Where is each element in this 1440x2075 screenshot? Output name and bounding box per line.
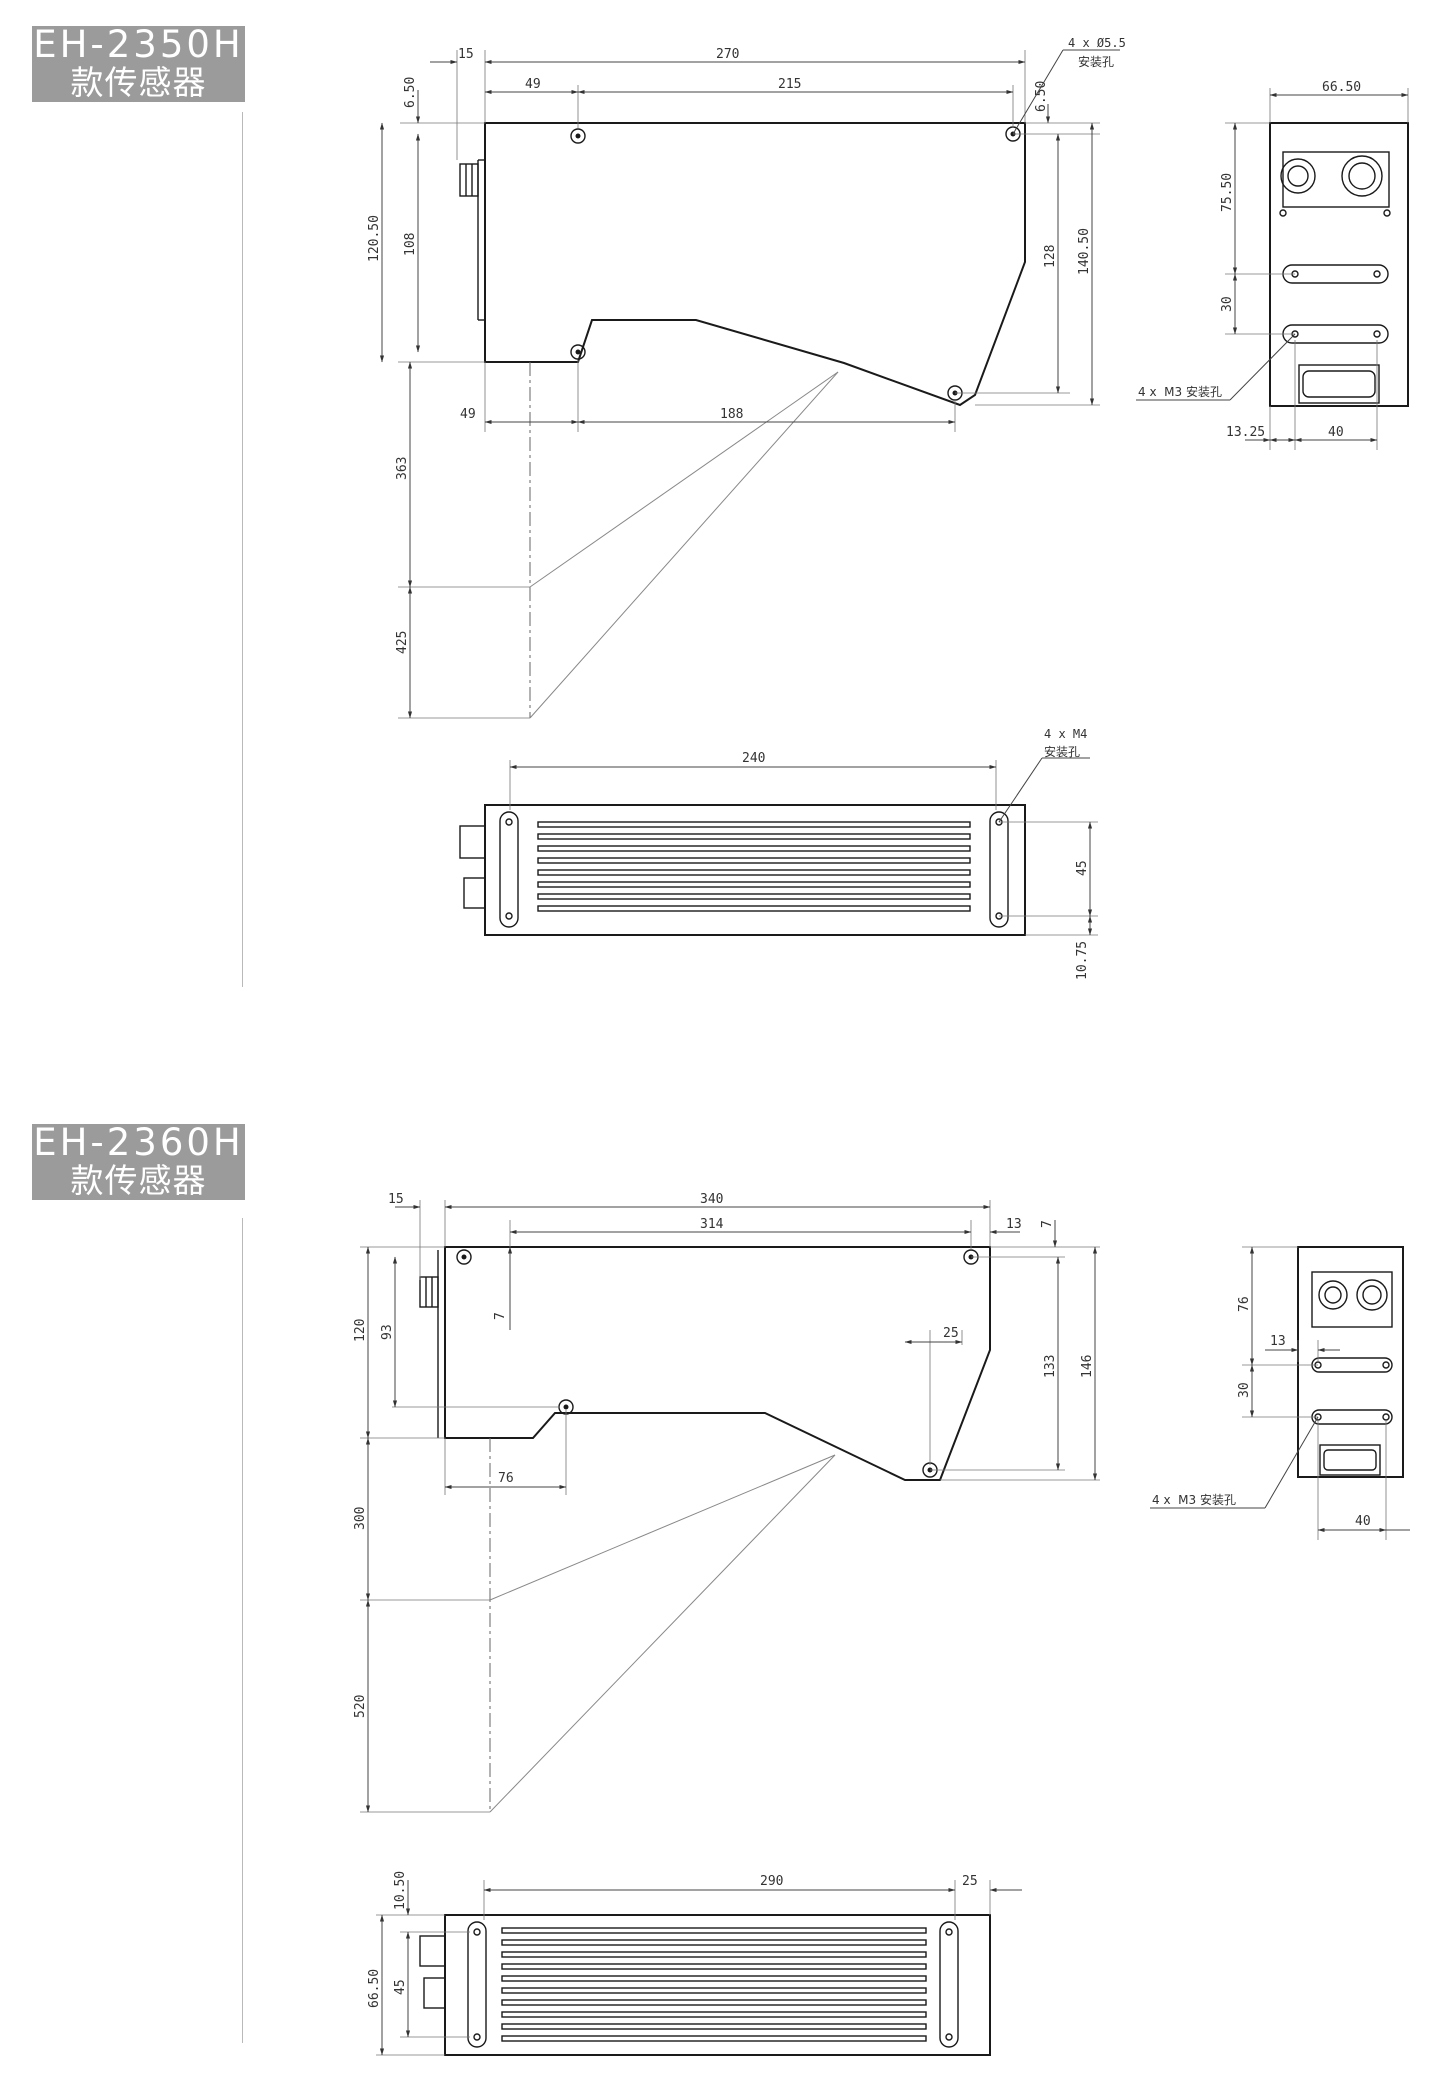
dim-label: 128 xyxy=(1043,245,1058,268)
dim-label: 314 xyxy=(700,1217,724,1232)
dim-label: 7 xyxy=(1040,1220,1055,1228)
eh2360h-front-view: 76 30 13 40 4 x M3 安装孔 xyxy=(1150,1246,1410,1540)
model-tag-eh2350h: EH-2350H 款传感器 xyxy=(32,26,245,102)
dim-label: 76 xyxy=(498,1471,514,1486)
dim-label: 40 xyxy=(1328,425,1344,440)
dim-label: 30 xyxy=(1237,1382,1252,1398)
dim-label: 108 xyxy=(403,233,418,256)
eh2360h-bottom-view: 290 25 10.50 45 66.50 xyxy=(367,1871,1022,2056)
dim-label: 340 xyxy=(700,1192,723,1207)
hole-note: 4 x M4 xyxy=(1044,727,1087,741)
dim-label: 66.50 xyxy=(367,1969,382,2008)
dim-label: 49 xyxy=(525,77,541,92)
dim-label: 45 xyxy=(393,1979,408,1995)
dim-label: 215 xyxy=(778,77,801,92)
model-name: EH-2350H xyxy=(33,23,244,66)
dim-label: 120.50 xyxy=(367,215,382,262)
dim-label: 425 xyxy=(395,631,410,654)
dim-label: 363 xyxy=(395,457,410,480)
dim-label: 93 xyxy=(380,1324,395,1340)
dim-label: 75.50 xyxy=(1220,173,1235,212)
hole-note: 4 x Ø5.5 xyxy=(1068,36,1126,50)
hole-note: 4 x M3 安装孔 xyxy=(1138,384,1222,399)
eh2350h-side-view: 15 270 49 215 6.50 6.50 120.50 108 128 1… xyxy=(367,36,1126,719)
eh2360h-side-view: 15 340 314 13 7 7 120 93 25 133 146 xyxy=(353,1192,1100,1813)
dim-label: 25 xyxy=(962,1874,978,1889)
dim-label: 25 xyxy=(943,1326,959,1341)
dim-label: 76 xyxy=(1237,1296,1252,1312)
dim-label: 30 xyxy=(1220,296,1235,312)
dim-label: 290 xyxy=(760,1874,783,1889)
heat-sink-fins xyxy=(537,821,971,912)
hole-note: 安装孔 xyxy=(1078,54,1114,69)
dim-label: 49 xyxy=(460,407,476,422)
dim-label: 133 xyxy=(1043,1355,1058,1378)
dim-label: 300 xyxy=(353,1507,368,1530)
heat-sink-fins xyxy=(501,1927,927,2042)
dim-label: 40 xyxy=(1355,1514,1371,1529)
dim-label: 15 xyxy=(388,1192,404,1207)
model-subtitle: 款传感器 xyxy=(70,63,207,102)
dim-label: 13 xyxy=(1270,1334,1286,1349)
eh2350h-bottom-view: 240 45 10.75 4 x M4 安装孔 xyxy=(459,727,1098,980)
hole-note: 4 x M3 安装孔 xyxy=(1152,1492,1236,1507)
eh2350h-front-view: 76 66.50 75.50 30 13.25 40 4 x M3 安装孔 xyxy=(1136,80,1409,450)
dim-label: 6.50 xyxy=(1034,81,1049,112)
dim-label: 520 xyxy=(353,1695,368,1718)
dim-label: 146 xyxy=(1080,1355,1095,1378)
hole-note: 安装孔 xyxy=(1044,744,1080,759)
dim-label: 13.25 xyxy=(1226,425,1265,440)
model-subtitle: 款传感器 xyxy=(70,1161,207,1200)
model-tag-eh2360h: EH-2360H 款传感器 xyxy=(32,1124,245,1200)
dim-label: 188 xyxy=(720,407,743,422)
dim-label: 7 xyxy=(493,1312,508,1320)
dim-label: 120 xyxy=(353,1319,368,1342)
dim-label: 240 xyxy=(742,751,765,766)
model-name: EH-2360H xyxy=(33,1121,244,1164)
dim-label: 140.50 xyxy=(1077,228,1092,275)
dim-label: 10.75 xyxy=(1075,941,1090,980)
dim-label: 66.50 xyxy=(1322,80,1361,95)
dim-label: 13 xyxy=(1006,1217,1022,1232)
section-divider xyxy=(242,1218,243,2043)
dim-label: 15 xyxy=(458,47,474,62)
dim-label: 45 xyxy=(1075,860,1090,876)
dim-label: 6.50 xyxy=(403,77,418,108)
dim-label: 10.50 xyxy=(393,1871,408,1910)
section-divider xyxy=(242,112,243,987)
dim-label: 270 xyxy=(716,47,739,62)
